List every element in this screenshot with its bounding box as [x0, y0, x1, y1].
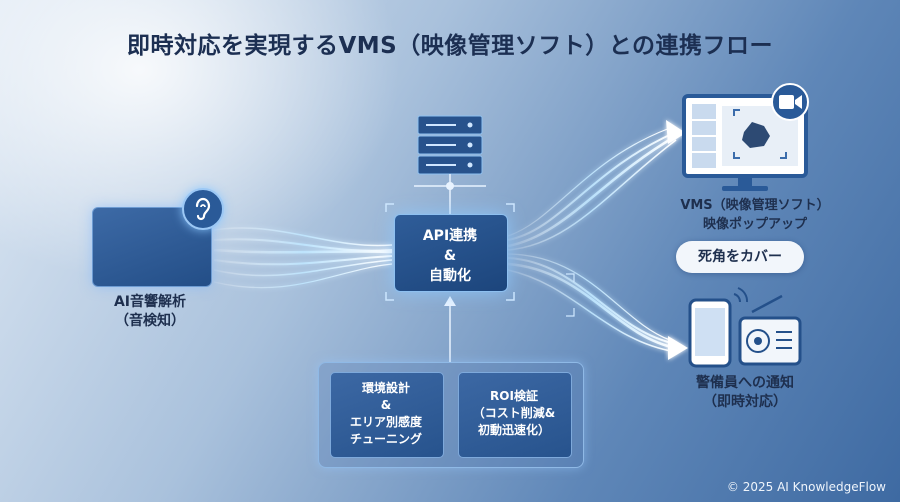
api-integration-label: API連携 & 自動化: [422, 228, 478, 284]
api-integration-box: [394, 214, 508, 292]
api-to-vms-flow: [507, 127, 677, 251]
monitor-icon: [682, 94, 808, 191]
server-icon: [414, 115, 486, 214]
roi-verification-label: ROI検証 （コスト削減& 初動迅速化）: [472, 389, 556, 437]
api-focus-brackets: [385, 203, 515, 301]
smartphone-icon: [688, 287, 749, 368]
copyright-text: © 2025 AI KnowledgeFlow: [726, 480, 886, 494]
ear-icon: [182, 188, 224, 230]
vms-arrow-head: [666, 120, 686, 144]
roi-verification-box: [458, 372, 572, 458]
guard-arrow-head: [668, 336, 688, 360]
radio-icon: [738, 294, 802, 366]
blind-spot-badge: 死角をカバー: [676, 241, 804, 273]
environment-design-label: 環境設計 & エリア別感度 チューニング: [349, 381, 422, 446]
video-camera-icon: [771, 83, 809, 121]
audio-analysis-label: AI音響解析 （音検知）: [113, 294, 187, 329]
environment-design-box: [330, 372, 444, 458]
flow-corner-marks: [566, 273, 575, 317]
audio-to-api-flow: [213, 227, 393, 289]
vms-label: VMS（映像管理ソフト） 映像ポップアップ: [680, 198, 830, 232]
guard-notification-label: 警備員への通知 （即時対応）: [696, 375, 794, 410]
panel-arrow-head: [444, 296, 456, 306]
api-to-guard-flow: [507, 253, 677, 353]
page-title: 即時対応を実現するVMS（映像管理ソフト）との連携フロー: [126, 33, 774, 59]
